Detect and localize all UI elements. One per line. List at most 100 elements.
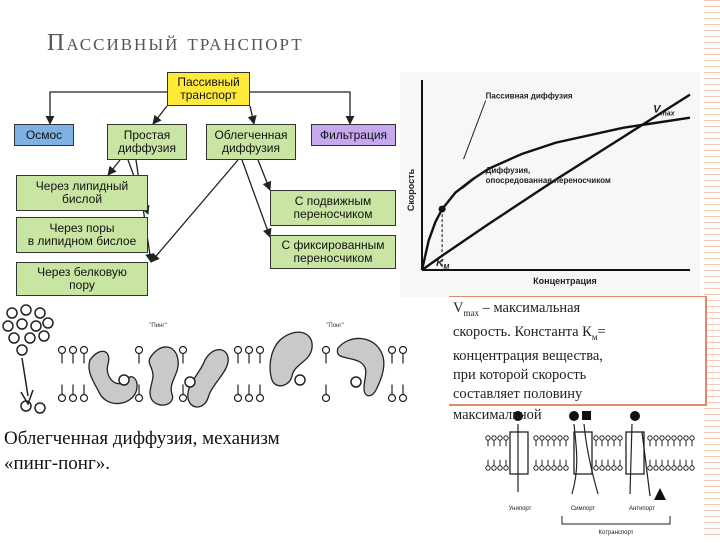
lipid-head bbox=[545, 435, 551, 441]
carrier-protein-ping-1 bbox=[88, 350, 138, 405]
symport-label: Симпорт bbox=[571, 506, 596, 512]
ping-pong-svg: "Пинг" "Понг" bbox=[2, 304, 408, 414]
series-carrier-diffusion-line bbox=[420, 116, 691, 271]
lipid-head bbox=[233, 345, 243, 355]
lipid-head bbox=[178, 393, 188, 403]
lipid-head bbox=[539, 435, 545, 441]
molecules-cluster bbox=[2, 304, 54, 414]
lipid-head bbox=[491, 465, 497, 471]
carrier-protein-pong-3 bbox=[336, 337, 385, 397]
lipid-head bbox=[503, 465, 509, 471]
lipid-head bbox=[605, 465, 611, 471]
lipid-head bbox=[647, 465, 653, 471]
series-carrier-diffusion-label-1: Диффузия, bbox=[486, 166, 531, 175]
note-line-1: Vmax – максимальная bbox=[453, 300, 581, 318]
slide-decoration-stripes bbox=[704, 0, 720, 540]
lipid-head bbox=[134, 393, 144, 403]
lipid-head bbox=[659, 435, 665, 441]
lipid-head bbox=[605, 435, 611, 441]
porter-molecules bbox=[513, 411, 666, 500]
lipid-head bbox=[599, 465, 605, 471]
arrow-simple-lipid bbox=[107, 159, 121, 176]
box-osmos: Осмос bbox=[14, 124, 74, 146]
slide-title: Пассивный транспорт bbox=[47, 30, 304, 56]
lipid-head bbox=[677, 465, 683, 471]
pong-label: "Понг" bbox=[326, 323, 343, 329]
note-line-5: составляет половину bbox=[453, 385, 583, 402]
series-carrier-diffusion-pointer bbox=[461, 169, 486, 190]
cotransport-bracket bbox=[561, 516, 671, 525]
lipid-head bbox=[599, 435, 605, 441]
lipid-head bbox=[68, 393, 78, 403]
series-passive-diffusion-pointer bbox=[463, 100, 487, 160]
lipid-head bbox=[398, 393, 408, 403]
lipid-head bbox=[533, 465, 539, 471]
lipid-head bbox=[233, 393, 243, 403]
lipid-head bbox=[79, 393, 89, 403]
lipid-head bbox=[68, 345, 78, 355]
porter-lipid-bilayer bbox=[485, 435, 695, 471]
lipid-head bbox=[79, 345, 89, 355]
lipid-head bbox=[653, 465, 659, 471]
lipid-head bbox=[617, 465, 623, 471]
uniport-symport-antiport-figure: Унипорт Симпорт Антипорт Котранспорт bbox=[480, 406, 695, 540]
lipid-head bbox=[178, 345, 188, 355]
lipid-head bbox=[647, 435, 653, 441]
figure-caption: Облегченная диффузия, механизм «пинг-пон… bbox=[4, 426, 424, 476]
lipid-head bbox=[563, 435, 569, 441]
lipid-head bbox=[244, 393, 254, 403]
lipid-head bbox=[689, 465, 695, 471]
caption-line-2: «пинг-понг». bbox=[4, 453, 111, 474]
lipid-head bbox=[244, 345, 254, 355]
series-carrier-diffusion-label-2: опосредованная переносчиком bbox=[486, 176, 611, 185]
uniport-label: Унипорт bbox=[509, 506, 532, 512]
km-point bbox=[438, 205, 446, 213]
note-line-4: при которой скорость bbox=[453, 366, 587, 383]
lipid-head bbox=[665, 465, 671, 471]
lipid-head bbox=[557, 435, 563, 441]
transport-arrow bbox=[21, 357, 29, 397]
arrow-facilitated-fixed bbox=[241, 159, 272, 238]
lipid-head bbox=[255, 393, 265, 403]
transported-molecules bbox=[118, 374, 362, 388]
lipid-head bbox=[551, 435, 557, 441]
lipid-head bbox=[485, 435, 491, 441]
lipid-head bbox=[653, 435, 659, 441]
lipid-head bbox=[398, 345, 408, 355]
rate-chart-svg: Скорость Концентрация Пассивная диффузия… bbox=[406, 80, 691, 286]
series-passive-diffusion-label: Пассивная диффузия bbox=[486, 92, 573, 101]
lipid-head bbox=[665, 435, 671, 441]
ping-label: "Пинг" bbox=[149, 323, 166, 329]
note-line-6: максимальной bbox=[453, 408, 542, 420]
y-axis-label: Скорость bbox=[406, 168, 416, 211]
chart-axes bbox=[421, 80, 690, 271]
lipid-head bbox=[671, 435, 677, 441]
ping-pong-illustration: "Пинг" "Понг" bbox=[0, 298, 415, 420]
lipid-head bbox=[255, 345, 265, 355]
lipid-head bbox=[617, 435, 623, 441]
lipid-head bbox=[533, 435, 539, 441]
lipid-head bbox=[563, 465, 569, 471]
lipid-head bbox=[593, 465, 599, 471]
arrow-root-facilitated bbox=[247, 105, 257, 125]
lipid-head bbox=[557, 465, 563, 471]
caption-line-1: Облегченная диффузия, механизм bbox=[4, 428, 280, 449]
note-line-3: концентрация вещества, bbox=[453, 347, 603, 364]
box-filtration: Фильтрация bbox=[311, 124, 396, 146]
porters-svg: Унипорт Симпорт Антипорт Котранспорт bbox=[485, 411, 695, 536]
carrier-protein-pong-2 bbox=[269, 331, 313, 387]
lipid-head bbox=[134, 345, 144, 355]
lipid-head bbox=[503, 435, 509, 441]
arrow-facilitated-protein bbox=[150, 159, 239, 263]
transport-arrowhead bbox=[20, 389, 34, 406]
lipid-head bbox=[387, 345, 397, 355]
arrow-root-osmos bbox=[45, 91, 167, 125]
vmax-km-note: Vmax – максимальная скорость. Константа … bbox=[449, 296, 707, 406]
lipid-head bbox=[593, 435, 599, 441]
x-axis-label: Концентрация bbox=[533, 276, 597, 286]
porter-arrows bbox=[517, 423, 651, 497]
